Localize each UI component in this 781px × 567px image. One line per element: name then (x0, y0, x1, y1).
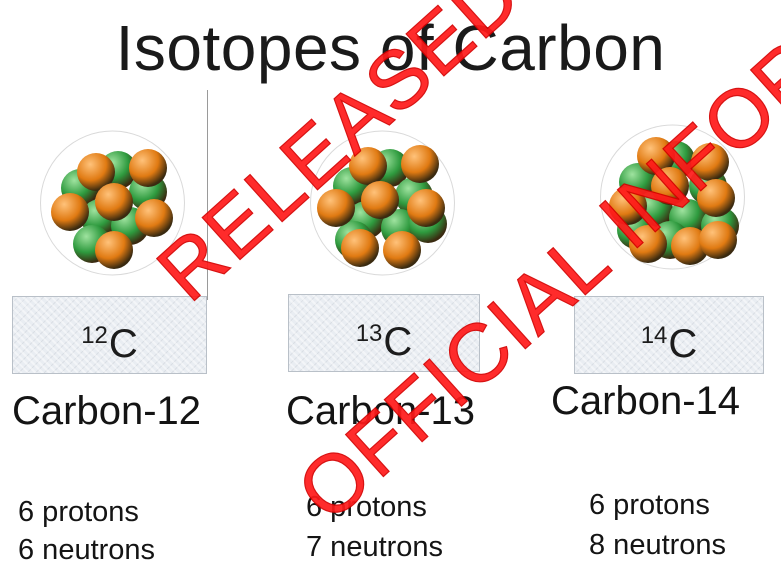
carbon-14-name: Carbon-14 (551, 379, 741, 423)
carbon-14-nucleus-illustration (590, 122, 755, 272)
proton-ball (361, 181, 399, 219)
carbon-13-name: Carbon-13 (286, 389, 476, 433)
proton-ball (51, 193, 89, 231)
proton-ball (697, 179, 735, 217)
carbon-13-symbol-box: 13C (288, 294, 480, 372)
diagram-title: Isotopes of Carbon (115, 12, 666, 84)
mass-number: 14 (640, 322, 668, 349)
carbon-12-nucleus-illustration (30, 128, 195, 278)
proton-ball (135, 199, 173, 237)
nucleus-svg (40, 130, 185, 276)
proton-ball (609, 187, 647, 225)
proton-ball (95, 231, 133, 269)
carbon-13-neutrons: 7 neutrons (306, 531, 444, 563)
carbon-14-symbol-box: 14C (574, 296, 764, 374)
proton-ball (691, 143, 729, 181)
proton-ball (699, 221, 737, 259)
carbon-12-neutrons: 6 neutrons (18, 534, 156, 566)
mass-number: 13 (355, 320, 383, 347)
carbon-12-symbol-box: 12C (12, 296, 207, 374)
proton-ball (341, 229, 379, 267)
proton-ball (383, 231, 421, 269)
proton-ball (129, 149, 167, 187)
proton-ball (317, 189, 355, 227)
element-symbol: C (383, 320, 413, 364)
element-symbol: C (668, 322, 698, 366)
carbon-12-protons: 6 protons (18, 496, 139, 528)
carbon-13-nucleus-illustration (300, 128, 465, 278)
nucleus-svg (310, 130, 455, 276)
mass-number: 12 (81, 322, 108, 349)
carbon-13-protons: 6 protons (306, 491, 427, 523)
element-symbol: C (108, 322, 138, 366)
proton-ball (401, 145, 439, 183)
divider-line (207, 90, 208, 300)
proton-ball (95, 183, 133, 221)
proton-ball (637, 137, 675, 175)
carbon-14-protons: 6 protons (589, 489, 710, 521)
carbon-12-symbol: 12C (13, 315, 206, 365)
carbon-14-neutrons: 8 neutrons (589, 529, 727, 561)
proton-ball (629, 225, 667, 263)
nucleus-svg (600, 124, 745, 270)
carbon-12-name: Carbon-12 (12, 389, 202, 433)
carbon-14-symbol: 14C (575, 315, 763, 365)
proton-ball (77, 153, 115, 191)
proton-ball (349, 147, 387, 185)
carbon-13-symbol: 13C (289, 313, 479, 363)
proton-ball (651, 167, 689, 205)
proton-ball (407, 189, 445, 227)
